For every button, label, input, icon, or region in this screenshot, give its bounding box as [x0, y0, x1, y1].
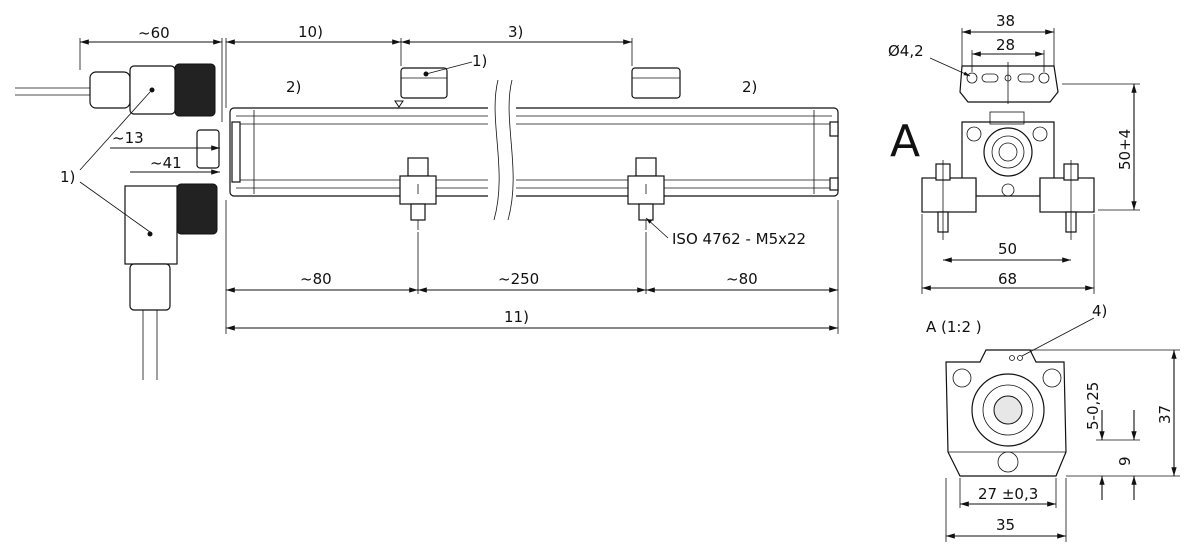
clamp-left	[399, 157, 437, 230]
label-ref-2-left: 2)	[286, 78, 301, 96]
clamp-right	[627, 157, 665, 230]
label-dim-11: 11)	[504, 308, 529, 326]
straight-connector	[15, 63, 216, 117]
label-dim-10: 10)	[298, 23, 323, 41]
label-ref-1-left: 1)	[60, 168, 75, 186]
detail-housing	[945, 349, 1067, 477]
label-conn-13: ~13	[112, 129, 144, 147]
label-dim-3: 3)	[508, 23, 523, 41]
end-view-magnet	[959, 62, 1059, 104]
label-dim-80-right: ~80	[726, 270, 758, 288]
label-w35: 35	[996, 516, 1015, 534]
label-hole-dia: Ø4,2	[888, 42, 924, 60]
label-w50: 50	[998, 240, 1017, 258]
label-w28: 28	[996, 36, 1015, 54]
label-dim-80-left: ~80	[300, 270, 332, 288]
label-w68: 68	[998, 270, 1017, 288]
label-dim-250: ~250	[498, 270, 539, 288]
label-view-a: A	[890, 116, 920, 167]
label-d5-025: 5-0,25	[1084, 382, 1102, 430]
label-h37: 37	[1156, 405, 1174, 424]
label-d9: 9	[1116, 456, 1134, 466]
label-h50-4: 50+4	[1116, 129, 1134, 170]
label-conn-41: ~41	[150, 154, 182, 172]
angled-connector	[124, 183, 218, 380]
label-w27: 27 ±0,3	[978, 485, 1038, 503]
label-ref-1-top: 1)	[472, 52, 487, 70]
label-conn-len-60: ~60	[138, 24, 170, 42]
connector-pins	[196, 129, 220, 169]
magnet-left	[394, 67, 448, 108]
end-view-clamps	[921, 160, 1095, 240]
end-view-housing	[961, 111, 1055, 197]
label-ref-2-right: 2)	[742, 78, 757, 96]
magnet-right	[631, 67, 681, 99]
break-symbol	[488, 79, 516, 221]
label-w38: 38	[996, 12, 1015, 30]
label-detail-title: A (1:2 )	[926, 318, 982, 336]
label-ref-4: 4)	[1092, 302, 1107, 320]
label-screw-spec: ISO 4762 - M5x22	[672, 230, 806, 248]
sensor-housing	[229, 107, 839, 197]
